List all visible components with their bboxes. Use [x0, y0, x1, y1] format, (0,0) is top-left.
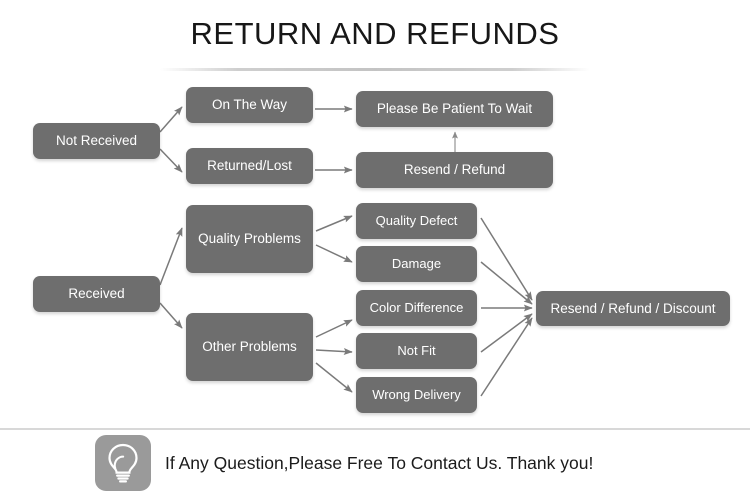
arrow-other-problems-to-wrong-delivery — [315, 362, 353, 393]
footer-divider — [0, 428, 750, 430]
arrow-not-fit-to-final — [480, 313, 533, 353]
arrow-not-received-to-returned-lost — [159, 148, 183, 173]
node-resend-refund[interactable]: Resend / Refund — [356, 152, 553, 188]
node-wrong-delivery[interactable]: Wrong Delivery — [356, 377, 477, 413]
node-received[interactable]: Received — [33, 276, 160, 312]
arrow-quality-problems-to-damage — [315, 244, 353, 263]
arrow-other-problems-to-not-fit — [315, 348, 353, 356]
node-quality-defect[interactable]: Quality Defect — [356, 203, 477, 239]
node-other-problems[interactable]: Other Problems — [186, 313, 313, 381]
node-on-the-way[interactable]: On The Way — [186, 87, 313, 123]
arrow-other-problems-to-color-difference — [315, 319, 353, 338]
footer-text: If Any Question,Please Free To Contact U… — [165, 452, 594, 473]
node-color-difference[interactable]: Color Difference — [356, 290, 477, 326]
node-resend-refund-discount[interactable]: Resend / Refund / Discount — [536, 291, 730, 326]
title-divider — [160, 68, 590, 71]
node-not-received[interactable]: Not Received — [33, 123, 160, 159]
node-quality-problems[interactable]: Quality Problems — [186, 205, 313, 273]
footer: If Any Question,Please Free To Contact U… — [95, 434, 695, 492]
arrow-quality-defect-to-final — [480, 217, 533, 301]
node-damage[interactable]: Damage — [356, 246, 477, 282]
node-please-be-patient-to-wait[interactable]: Please Be Patient To Wait — [356, 91, 553, 127]
lightbulb-icon — [95, 435, 151, 491]
arrow-received-to-other-problems — [159, 302, 183, 329]
arrow-received-to-quality-problems — [159, 227, 183, 286]
arrow-not-received-to-on-the-way — [159, 106, 183, 133]
arrow-damage-to-final — [480, 261, 533, 305]
page-title: RETURN AND REFUNDS — [190, 16, 560, 51]
node-returned-lost[interactable]: Returned/Lost — [186, 148, 313, 184]
arrow-wrong-delivery-to-final — [480, 317, 533, 397]
arrow-quality-problems-to-quality-defect — [315, 215, 353, 232]
node-not-fit[interactable]: Not Fit — [356, 333, 477, 369]
